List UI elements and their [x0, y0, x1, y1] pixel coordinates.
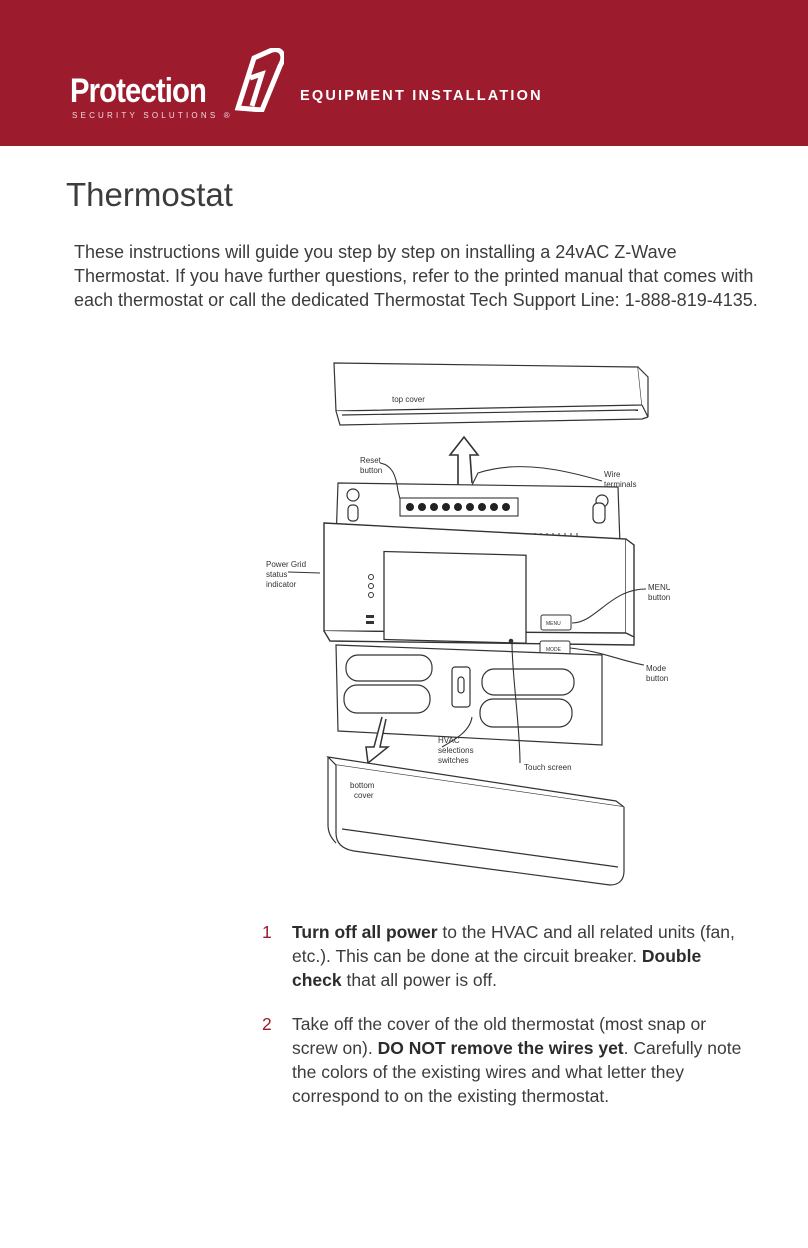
step-number: 2	[262, 1014, 272, 1034]
bottom-cover-illustration	[326, 756, 625, 886]
touch-screen-label: Touch screen	[524, 763, 572, 772]
step-text: to the HVAC and all related units (fan, …	[292, 922, 735, 966]
touch-screen-dot	[508, 638, 514, 644]
instruction-steps: 1 Turn off all power to the HVAC and all…	[262, 920, 752, 1128]
step-text: Take off the cover of the old thermostat…	[292, 1014, 707, 1058]
step-text: . Carefully note the colors of the exist…	[292, 1038, 742, 1106]
step-emphasis: Double check	[292, 946, 702, 990]
up-arrow-icon	[448, 435, 480, 485]
touch-screen	[383, 550, 527, 644]
page-title: Thermostat	[66, 176, 233, 213]
callout-lines	[287, 462, 647, 764]
step-item: 1 Turn off all power to the HVAC and all…	[262, 920, 752, 992]
step-emphasis: DO NOT remove the wires yet	[377, 1038, 624, 1058]
svg-text:MODE: MODE	[546, 647, 562, 653]
vent-slots	[366, 615, 374, 624]
svg-text:MENU: MENU	[546, 621, 561, 627]
logo-wordmark: Protection	[70, 72, 207, 110]
step-item: 2 Take off the cover of the old thermost…	[262, 1012, 752, 1108]
status-indicator-lights	[368, 574, 374, 598]
wire-terminal-block	[399, 497, 519, 517]
logo-one-mark-icon	[234, 48, 284, 112]
thermostat-diagram: top cover MENU	[266, 362, 670, 886]
top-cover-label: top cover	[392, 395, 425, 404]
step-emphasis: Turn off all power	[292, 922, 438, 942]
protection1-logo: Protection SECURITY SOLUTIONS ®	[70, 44, 310, 124]
header-banner: Protection SECURITY SOLUTIONS ® EQUIPMEN…	[0, 0, 808, 146]
top-cover-illustration	[333, 362, 649, 426]
section-title: EQUIPMENT INSTALLATION	[300, 88, 543, 104]
intro-paragraph: These instructions will guide you step b…	[74, 242, 758, 310]
menu-key: MENU	[540, 614, 572, 631]
step-number: 1	[262, 922, 272, 942]
logo-tagline: SECURITY SOLUTIONS ®	[72, 111, 233, 120]
step-text: that all power is off.	[341, 970, 497, 990]
battery-compartment	[335, 644, 603, 746]
